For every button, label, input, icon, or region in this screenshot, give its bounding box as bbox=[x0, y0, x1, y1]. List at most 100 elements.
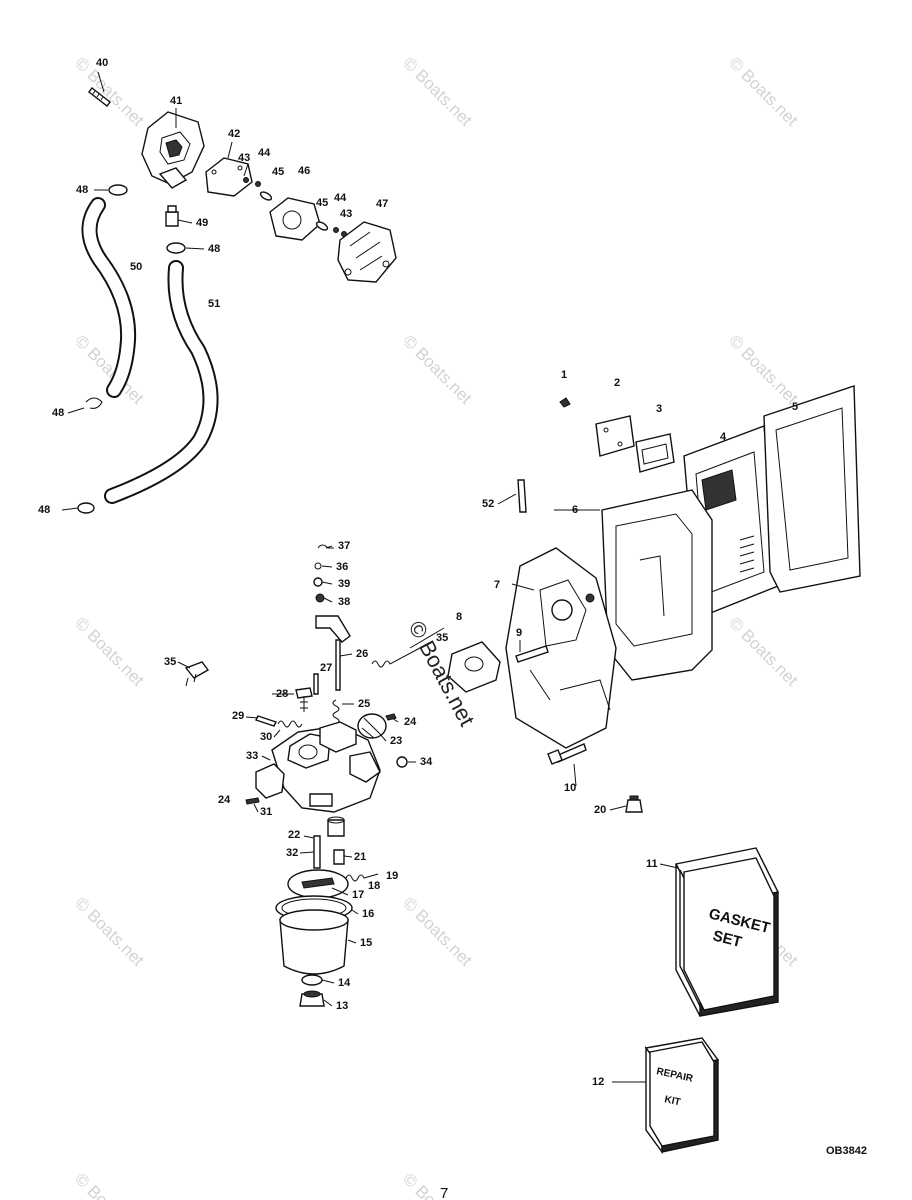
callout-label: 43 bbox=[238, 152, 250, 164]
watermark-text: © Boats.net bbox=[399, 331, 476, 408]
leader-line bbox=[97, 71, 105, 93]
callout-label: 44 bbox=[334, 192, 347, 204]
callout-label: 10 bbox=[564, 782, 576, 794]
callout-labels: 1234567891011121314151617181920212223242… bbox=[38, 57, 798, 1088]
callout-label: 36 bbox=[336, 561, 348, 573]
leader-line bbox=[299, 851, 315, 854]
callout-label: 3 bbox=[656, 403, 662, 415]
callout-label: 26 bbox=[356, 648, 368, 660]
leader-line bbox=[177, 661, 191, 669]
gasket-set-label-2: SET bbox=[711, 927, 743, 951]
gasket-set-box: GASKET SET bbox=[674, 847, 780, 1017]
watermark-text: © Boats.net bbox=[725, 331, 802, 408]
fuel-pump-assembly bbox=[77, 87, 397, 514]
watermark-text: © Boats.net bbox=[71, 893, 148, 970]
watermark-text: © Boats.net bbox=[71, 1169, 148, 1200]
callout-label: 32 bbox=[286, 847, 298, 859]
watermark-text: © Boats.net bbox=[399, 1169, 476, 1200]
leader-line bbox=[243, 163, 249, 177]
callout-label: 24 bbox=[218, 794, 231, 806]
callout-label: 49 bbox=[196, 217, 208, 229]
callout-label: 24 bbox=[404, 716, 417, 728]
callout-label: 18 bbox=[368, 880, 380, 892]
leader-line bbox=[409, 627, 445, 649]
callout-label: 41 bbox=[170, 95, 182, 107]
leader-line bbox=[321, 565, 333, 568]
callout-label: 51 bbox=[208, 298, 220, 310]
leader-line bbox=[347, 939, 357, 944]
callout-label: 29 bbox=[232, 710, 244, 722]
callout-label: 39 bbox=[338, 578, 350, 590]
callout-label: 13 bbox=[336, 1000, 348, 1012]
reed-block-assembly bbox=[447, 385, 861, 813]
callout-label: 33 bbox=[246, 750, 258, 762]
callout-label: 19 bbox=[386, 870, 398, 882]
leader-line bbox=[351, 909, 359, 915]
leader-line bbox=[511, 583, 535, 591]
callout-label: 25 bbox=[358, 698, 370, 710]
callout-label: 34 bbox=[420, 756, 433, 768]
leader-lines bbox=[61, 71, 679, 1083]
watermark-text: © Boats.net bbox=[399, 53, 476, 130]
callout-label: 28 bbox=[276, 688, 288, 700]
callout-label: 52 bbox=[482, 498, 494, 510]
callout-label: 5 bbox=[792, 401, 798, 413]
leader-line bbox=[325, 545, 333, 549]
watermark-text: © Boats.net bbox=[725, 53, 802, 130]
leader-line bbox=[331, 887, 349, 896]
repair-kit-box: REPAIR KIT bbox=[644, 1037, 720, 1155]
callout-label: 48 bbox=[76, 184, 88, 196]
leader-line bbox=[323, 597, 333, 603]
leader-line bbox=[227, 141, 233, 159]
callout-label: 7 bbox=[494, 579, 500, 591]
leader-line bbox=[497, 493, 517, 505]
callout-label: 38 bbox=[338, 596, 350, 608]
callout-label: 45 bbox=[272, 166, 284, 178]
leader-line bbox=[273, 729, 281, 738]
leader-line bbox=[253, 803, 259, 813]
leader-line bbox=[61, 507, 79, 511]
watermark-text: © Boats.net bbox=[71, 613, 148, 690]
callout-label: 21 bbox=[354, 851, 366, 863]
leader-line bbox=[609, 805, 627, 811]
callout-label: 4 bbox=[720, 431, 727, 443]
callout-label: 20 bbox=[594, 804, 606, 816]
leader-line bbox=[185, 247, 205, 250]
leader-line bbox=[67, 407, 85, 414]
watermark-text: © Boats.net bbox=[725, 613, 802, 690]
callout-label: 50 bbox=[130, 261, 142, 273]
callout-label: 48 bbox=[208, 243, 220, 255]
leader-line bbox=[245, 716, 259, 719]
callout-label: 48 bbox=[38, 504, 50, 516]
callout-label: 8 bbox=[456, 611, 462, 623]
leader-line bbox=[303, 835, 315, 839]
callout-label: 11 bbox=[646, 858, 658, 870]
drawing-code: OB3842 bbox=[826, 1145, 867, 1157]
leader-line bbox=[379, 733, 387, 742]
carburetor-assembly bbox=[184, 544, 421, 1007]
callout-label: 14 bbox=[338, 977, 351, 989]
callout-label: 43 bbox=[340, 208, 352, 220]
leader-line bbox=[177, 219, 193, 224]
callout-label: 30 bbox=[260, 731, 272, 743]
callout-label: 37 bbox=[338, 540, 350, 552]
callout-label: 17 bbox=[352, 889, 364, 901]
leader-line bbox=[323, 999, 333, 1007]
callout-label: 2 bbox=[614, 377, 620, 389]
leader-line bbox=[343, 855, 353, 858]
callout-label: 27 bbox=[320, 662, 332, 674]
callout-label: 46 bbox=[298, 165, 310, 177]
callout-label: 47 bbox=[376, 198, 388, 210]
leader-line bbox=[321, 979, 335, 984]
leader-line bbox=[573, 763, 577, 787]
leader-line bbox=[321, 581, 333, 585]
callout-label: 1 bbox=[561, 369, 567, 381]
callout-label: 6 bbox=[572, 504, 578, 516]
callout-label: 31 bbox=[260, 806, 272, 818]
callout-label: 42 bbox=[228, 128, 240, 140]
callout-label: 16 bbox=[362, 908, 374, 920]
callout-label: 12 bbox=[592, 1076, 604, 1088]
leader-line bbox=[339, 653, 353, 657]
callout-label: 22 bbox=[288, 829, 300, 841]
